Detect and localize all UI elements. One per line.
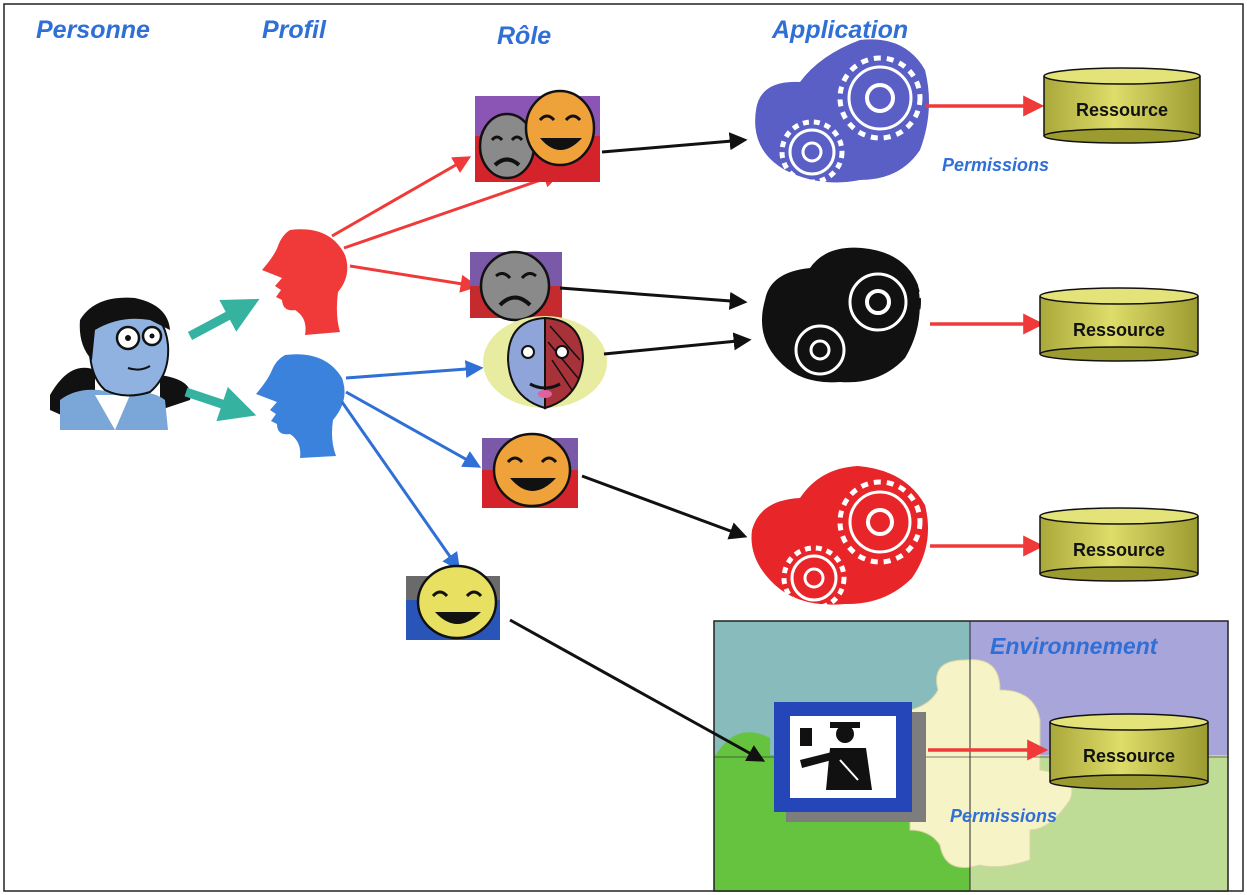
arrow-red-profile-to-role-2 <box>349 264 479 293</box>
arrow-blue-profile-to-role-4 <box>345 390 482 468</box>
happy-yellow-mask-icon <box>406 564 500 640</box>
arrow-person-to-red-profile <box>187 298 260 340</box>
header-environnement: Environnement <box>990 633 1159 659</box>
person-icon <box>50 297 191 430</box>
resource-label: Ressource <box>1083 746 1175 766</box>
red-head-profile-icon <box>262 229 348 335</box>
sad-mask-icon <box>470 250 562 322</box>
diagram-border <box>3 3 1244 892</box>
happy-orange-mask-icon <box>482 432 578 508</box>
arrow-blue-profile-to-role-3 <box>345 360 484 380</box>
arrow-orange-role-to-red-app <box>581 474 748 540</box>
resource-cylinder <box>1043 67 1201 144</box>
permissions-label: Permissions <box>950 806 1057 826</box>
resource-label: Ressource <box>1076 100 1168 120</box>
resource-cylinder <box>1039 507 1199 582</box>
resource-label: Ressource <box>1073 320 1165 340</box>
red-gears-icon <box>751 466 929 611</box>
arrow-role-to-blue-app <box>601 132 748 154</box>
blue-gears-icon <box>755 39 929 185</box>
permissions-label: Permissions <box>942 155 1049 175</box>
arrow-red-profile-to-role-1a <box>331 156 472 238</box>
arrow-person-to-blue-profile <box>184 386 257 422</box>
header-profil: Profil <box>262 16 327 44</box>
resource-cylinder <box>1039 287 1199 362</box>
resource-cylinder <box>1049 713 1209 790</box>
arrow-half-role-to-black-app <box>603 332 752 356</box>
header-application: Application <box>771 16 908 44</box>
arrow-yellow-role-to-guard <box>509 618 766 762</box>
resource-label: Ressource <box>1073 540 1165 560</box>
arrow-blue-profile-to-role-5 <box>340 401 461 571</box>
theater-masks-icon <box>475 89 600 182</box>
arrow-sad-role-to-black-app <box>559 286 748 310</box>
header-personne: Personne <box>36 16 150 44</box>
security-guard-icon <box>774 702 926 822</box>
black-gears-icon <box>761 247 921 383</box>
blue-head-profile-icon <box>256 354 345 458</box>
half-mask-icon <box>483 316 607 410</box>
header-role: Rôle <box>497 22 551 50</box>
arrow-red-profile-to-role-1b <box>343 170 562 250</box>
